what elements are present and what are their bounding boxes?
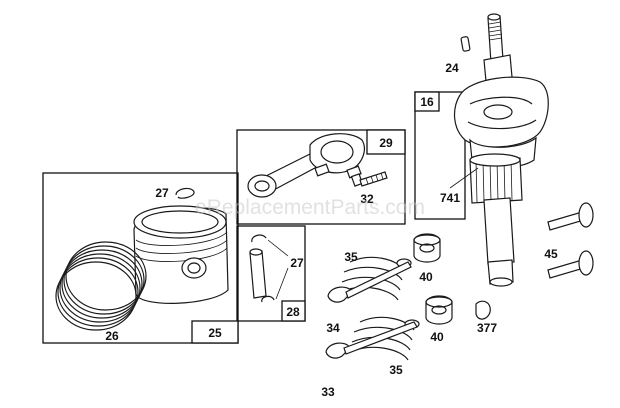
piston-pin-drawing [249,234,275,303]
callout-24: 24 [445,61,459,75]
group-box-25 [42,172,239,344]
group-box-29 [236,129,406,225]
leader-line-741 [449,167,479,189]
callout-25: 25 [208,326,222,340]
callout-28: 28 [286,305,300,319]
piston-drawing [133,205,229,304]
leader-line-27c [275,267,289,300]
callout-27-piston: 27 [155,186,169,200]
lifter-lower-drawing [547,250,594,279]
callout-32: 32 [360,192,374,206]
crankshaft-drawing [454,13,549,287]
callout-box-28 [281,300,306,322]
callout-box-29 [366,129,406,155]
callout-29: 29 [379,136,393,150]
key-24-drawing [460,36,471,52]
tappet-lower-drawing [425,295,453,325]
callout-741: 741 [440,191,460,205]
watermark: eReplacementParts.com [195,196,425,219]
callout-16: 16 [420,95,434,109]
callout-35-upper: 35 [344,250,358,264]
group-box-28 [236,225,306,322]
valve-34-drawing [327,261,412,303]
callout-377: 377 [477,321,497,335]
callout-26: 26 [105,329,119,343]
callout-box-16 [414,91,440,112]
valve-33-drawing [325,321,418,359]
retaining-ring-27-drawing [175,187,195,199]
valve-keeper-drawing [475,300,491,320]
callout-45: 45 [544,247,558,261]
callout-35-lower: 35 [389,363,403,377]
callout-40-lower: 40 [430,330,444,344]
group-box-16 [414,91,466,220]
leader-line-27b [267,239,289,257]
tappet-upper-drawing [413,233,441,263]
bolt-32-drawing [350,171,388,187]
callout-27-pin: 27 [290,256,304,270]
piston-rings-drawing [55,241,147,331]
lifter-upper-drawing [547,202,594,231]
callout-33: 33 [321,385,335,399]
callout-box-25 [191,320,239,344]
callout-40-upper: 40 [419,270,433,284]
callout-34: 34 [326,321,340,335]
connecting-rod-drawing [247,133,365,198]
